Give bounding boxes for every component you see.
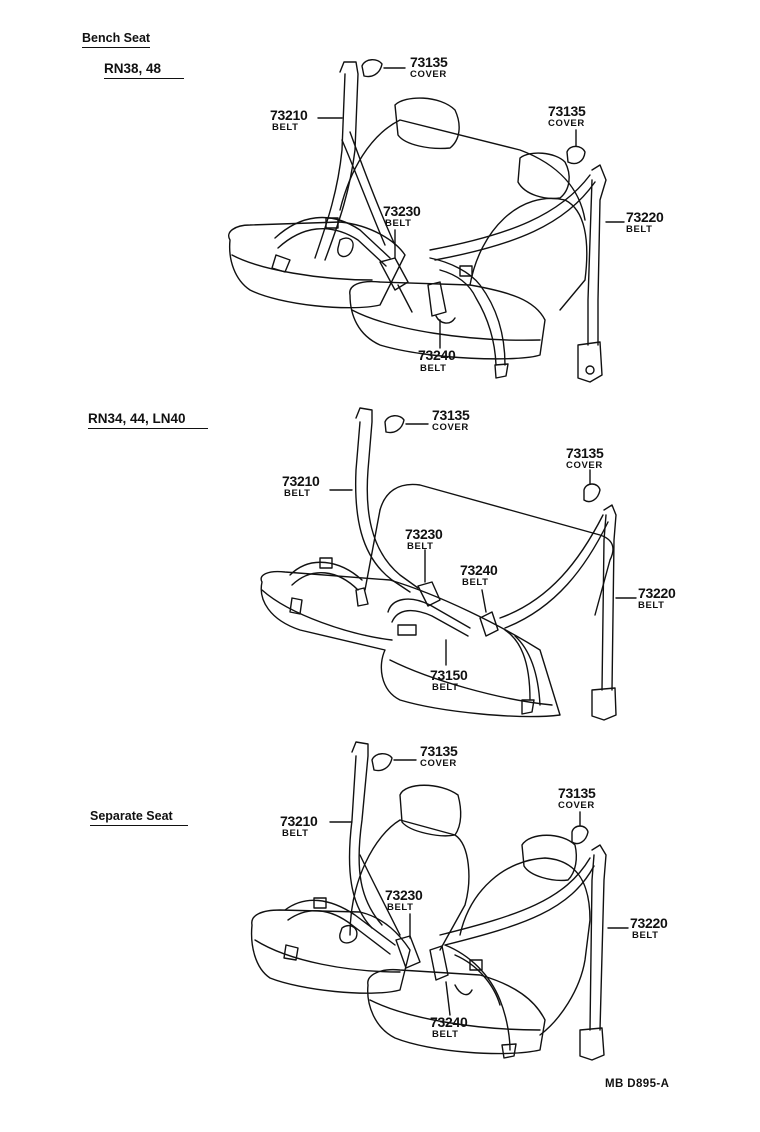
part-73240-number: 73240 <box>460 562 498 578</box>
belt-73210 <box>355 407 419 589</box>
part-73240-name: BELT <box>432 1029 459 1040</box>
cover-73135-a <box>361 59 383 78</box>
part-73210-name: BELT <box>284 488 311 499</box>
part-73220-number: 73220 <box>626 209 664 225</box>
rn38-48-heading: RN38, 48 <box>104 62 184 79</box>
part-73230-number: 73230 <box>383 203 421 219</box>
seat-cushion-right-2 <box>367 968 546 1055</box>
belt-73220-sep <box>591 844 607 1031</box>
part-73230-number: 73230 <box>385 887 423 903</box>
part-73240-name: BELT <box>462 577 489 588</box>
seat-cushion-left <box>228 221 406 309</box>
belt-73210-sep <box>351 741 383 926</box>
part-73220-number: 73220 <box>638 585 676 601</box>
diagram-rn34-44-ln40 <box>260 407 637 721</box>
belt-73230-buckle <box>379 257 409 291</box>
headrest-left <box>399 784 462 837</box>
part-73210-number: 73210 <box>282 473 320 489</box>
separate-seat-heading: Separate Seat <box>90 810 188 826</box>
part-73230-number: 73230 <box>405 526 443 542</box>
diagram-separate-seat <box>250 741 629 1061</box>
bench-seat-back <box>379 483 614 616</box>
part-73220-name: BELT <box>626 224 653 235</box>
belt-73240 <box>479 611 499 637</box>
part-73210-name: BELT <box>272 122 299 133</box>
cover-73135-f <box>571 825 589 845</box>
headrest-right <box>517 152 570 200</box>
headrest-rear <box>394 97 460 150</box>
part-73230-name: BELT <box>385 218 412 229</box>
part-73135-name: COVER <box>432 422 469 433</box>
part-73135-number: 73135 <box>410 54 448 70</box>
part-73135-number: 73135 <box>432 407 470 423</box>
part-73210-name: BELT <box>282 828 309 839</box>
part-73135-name: COVER <box>548 118 585 129</box>
part-73220-number: 73220 <box>630 915 668 931</box>
belt-73220-shoulder <box>591 164 607 346</box>
belt-73230 <box>417 581 441 607</box>
cover-73135-c <box>384 415 405 434</box>
seat-back-left <box>349 819 470 951</box>
seat-cushion-right <box>349 280 546 360</box>
part-73210-number: 73210 <box>280 813 318 829</box>
cover-73135-b <box>566 145 586 165</box>
part-73240-name: BELT <box>420 363 447 374</box>
part-73220-name: BELT <box>632 930 659 941</box>
part-73230-name: BELT <box>407 541 434 552</box>
part-73150-name: BELT <box>432 682 459 693</box>
part-73135-name: COVER <box>420 758 457 769</box>
part-73135-name: COVER <box>410 69 447 80</box>
seat-back-rear <box>339 119 586 221</box>
cover-73135-e <box>371 753 393 772</box>
belt-73210-shoulder <box>324 61 359 261</box>
part-73135-number: 73135 <box>566 445 604 461</box>
belt-73150 <box>387 598 471 629</box>
belt-73240-buckle <box>427 281 447 317</box>
part-73150-number: 73150 <box>430 667 468 683</box>
bench-seat-heading: Bench Seat <box>82 32 151 48</box>
part-73230-name: BELT <box>387 902 414 913</box>
part-73135-number: 73135 <box>548 103 586 119</box>
part-73135-number: 73135 <box>558 785 596 801</box>
figure-code: MB D895-A <box>605 1078 670 1090</box>
part-73135-name: COVER <box>566 460 603 471</box>
part-73210-number: 73210 <box>270 107 308 123</box>
part-73220-name: BELT <box>638 600 665 611</box>
belt-73230-sep <box>395 935 421 969</box>
diagram-rn38-48 <box>228 59 625 383</box>
part-73240-number: 73240 <box>430 1014 468 1030</box>
seat-cushion-left-2 <box>250 909 411 994</box>
part-73135-number: 73135 <box>420 743 458 759</box>
belt-73220 <box>603 504 617 691</box>
seat-back-right <box>459 857 591 1036</box>
cover-73135-d <box>583 483 601 503</box>
headrest-right-2 <box>521 834 577 882</box>
rn34-heading: RN34, 44, LN40 <box>88 412 208 429</box>
bench-cushion <box>260 570 561 718</box>
belt-73240-sep <box>429 945 449 981</box>
part-73135-name: COVER <box>558 800 595 811</box>
part-73240-number: 73240 <box>418 347 456 363</box>
